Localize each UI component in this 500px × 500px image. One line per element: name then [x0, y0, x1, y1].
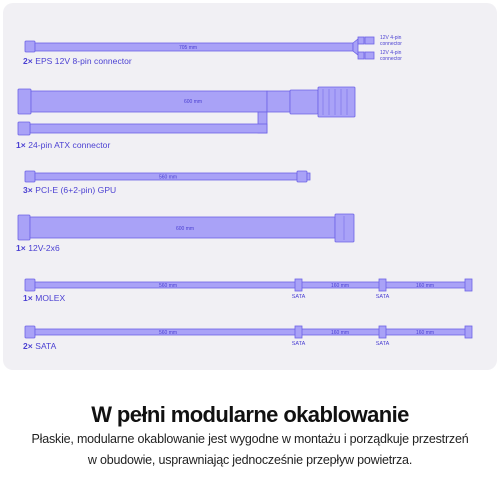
- atx-count: 1×: [16, 140, 26, 150]
- sata-length-3: 160 mm: [416, 330, 434, 336]
- atx-plug-secondary: [17, 121, 31, 136]
- pcie-name: PCI-E (6+2-pin) GPU: [35, 185, 117, 195]
- eps-count: 2×: [23, 56, 33, 66]
- pcie-connector-tip: [306, 172, 311, 181]
- eps-cable-label: 2× EPS 12V 8-pin connector: [23, 56, 132, 66]
- eps-connector-a-body: [357, 36, 365, 45]
- eps-connector-a: [364, 36, 375, 45]
- atx-cable-neck: [266, 90, 291, 113]
- pcie-length-label: 560 mm: [159, 175, 177, 181]
- molex-length-1: 560 mm: [159, 283, 177, 289]
- atx-connector-body: [289, 89, 319, 115]
- description-line-2: w obudowie, usprawniając jednocześnie pr…: [87, 453, 413, 467]
- description-line-1: Płaskie, modularne okablowanie jest wygo…: [31, 432, 469, 446]
- cable-diagram-panel: .c { fill: #a9a2f7; stroke: #6d63e6; str…: [3, 3, 497, 370]
- eps-length-label: 705 mm: [179, 45, 197, 51]
- sata-plug-left: [24, 325, 36, 339]
- atx-cable-body: [30, 90, 268, 113]
- atx-cable: 600 mm: [17, 86, 356, 136]
- molex-count: 1×: [23, 293, 33, 303]
- pcie-plug-left: [24, 170, 36, 183]
- atx-name: 24-pin ATX connector: [28, 140, 111, 150]
- sata-length-2: 160 mm: [331, 330, 349, 336]
- sata-cable-label: 2× SATA: [23, 341, 56, 351]
- pcie-cable-label: 3× PCI-E (6+2-pin) GPU: [23, 185, 116, 195]
- page-title: W pełni modularne okablowanie: [91, 402, 409, 427]
- 12v2x6-cable-label: 1× 12V-2x6: [16, 243, 60, 253]
- molex-sata-tap-1: [294, 278, 303, 292]
- pcie-connector: [296, 170, 308, 183]
- molex-length-2: 160 mm: [331, 283, 349, 289]
- 12v2x6-plug-left: [17, 214, 31, 241]
- eps-connector-b: [364, 51, 375, 60]
- sata-cable: 560 mm 160 mm 160 mm SATA SATA: [24, 325, 473, 347]
- atx-cable-label: 1× 24-pin ATX connector: [16, 140, 110, 150]
- sata-end-connector: [464, 325, 473, 339]
- sata-cable-body: [34, 328, 470, 336]
- pcie-cable: 560 mm: [24, 170, 311, 183]
- eps-connector-b-label-1: 12V 4-pin: [380, 50, 402, 56]
- molex-name: MOLEX: [35, 293, 66, 303]
- atx-connector: [317, 86, 356, 118]
- molex-cable-label: 1× MOLEX: [23, 293, 65, 303]
- eps-connector-a-label-1: 12V 4-pin: [380, 35, 402, 41]
- sata-name: SATA: [35, 341, 57, 351]
- molex-tap-1-label: SATA: [292, 294, 306, 300]
- atx-length-label: 600 mm: [184, 99, 202, 105]
- sata-tap-1-label: SATA: [292, 341, 306, 347]
- sata-tap-2-label: SATA: [376, 341, 390, 347]
- eps-name: EPS 12V 8-pin connector: [35, 56, 132, 66]
- sata-tap-2: [378, 325, 387, 339]
- molex-sata-tap-2: [378, 278, 387, 292]
- molex-cable: 560 mm 160 mm 160 mm SATA SATA: [24, 278, 473, 300]
- atx-connector-pins: [322, 89, 348, 115]
- eps-connector-b-label-2: connector: [380, 56, 402, 62]
- 12v2x6-cable: 600 mm: [17, 213, 355, 243]
- eps-cable-plug-left: [24, 40, 36, 53]
- atx-plug-main: [17, 88, 32, 115]
- eps-connector-b-body: [357, 51, 365, 60]
- 12v2x6-count: 1×: [16, 243, 26, 253]
- molex-plug-left: [24, 278, 36, 292]
- pcie-count: 3×: [23, 185, 33, 195]
- molex-tap-2-label: SATA: [376, 294, 390, 300]
- molex-end-connector: [464, 278, 473, 292]
- eps-connector-a-label-2: connector: [380, 41, 402, 47]
- sata-count: 2×: [23, 341, 33, 351]
- eps-cable: 705 mm 12V 4-pin connector 12V 4-pin con…: [24, 35, 402, 62]
- 12v2x6-name: 12V-2x6: [28, 243, 60, 253]
- molex-cable-body: [34, 281, 470, 289]
- atx-branch-cable: [29, 123, 268, 134]
- sata-tap-1: [294, 325, 303, 339]
- eps-cable-split: [352, 38, 359, 56]
- sata-length-1: 560 mm: [159, 330, 177, 336]
- cable-diagram: .c { fill: #a9a2f7; stroke: #6d63e6; str…: [17, 35, 473, 347]
- 12v2x6-connector: [334, 213, 355, 243]
- molex-length-3: 160 mm: [416, 283, 434, 289]
- 12v2x6-length-label: 600 mm: [176, 226, 194, 232]
